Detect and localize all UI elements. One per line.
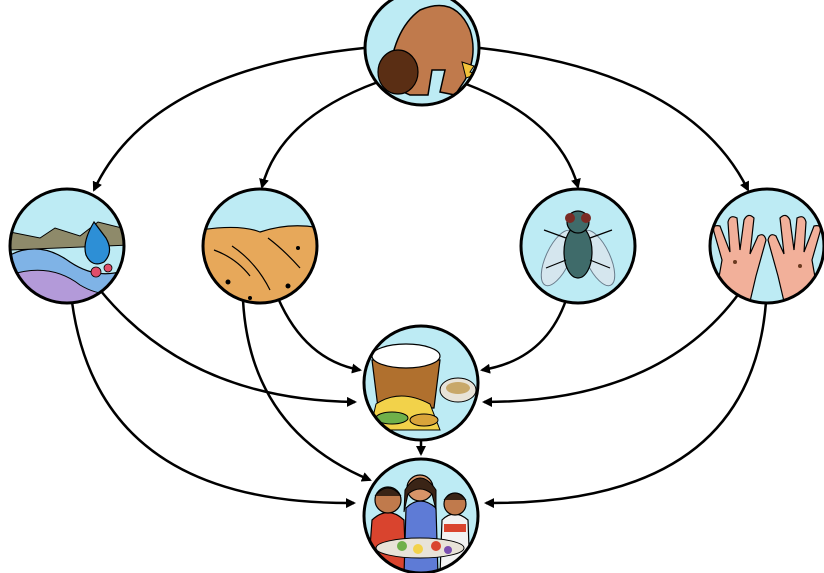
node-feces: [363, 0, 481, 107]
arrows-group: [70, 46, 768, 509]
child-defecating-icon: [377, 4, 479, 96]
arrow-feces-to-hands: [479, 46, 750, 192]
food-bowls-icon: [369, 343, 477, 431]
arrow-water-to-food: [99, 289, 357, 407]
node-food: [362, 324, 480, 442]
node-soil: [201, 187, 319, 305]
arrow-flies-to-food: [480, 299, 568, 374]
node-water: [8, 187, 126, 305]
arrow-soil-to-host: [241, 299, 372, 482]
arrow-feces-to-flies: [465, 82, 581, 189]
soil-field-icon: [203, 225, 317, 303]
arrow-feces-to-soil: [259, 80, 379, 189]
node-flies: [519, 187, 637, 305]
arrow-water-to-host: [70, 301, 356, 509]
node-hands: [708, 187, 824, 305]
housefly-icon: [540, 210, 616, 287]
family-eating-icon: [367, 474, 471, 573]
arrow-hands-to-host: [484, 301, 768, 509]
arrow-hands-to-food: [482, 291, 742, 407]
arrow-feces-to-water: [92, 46, 365, 192]
node-host: [362, 457, 480, 573]
arrow-soil-to-food: [276, 297, 362, 374]
